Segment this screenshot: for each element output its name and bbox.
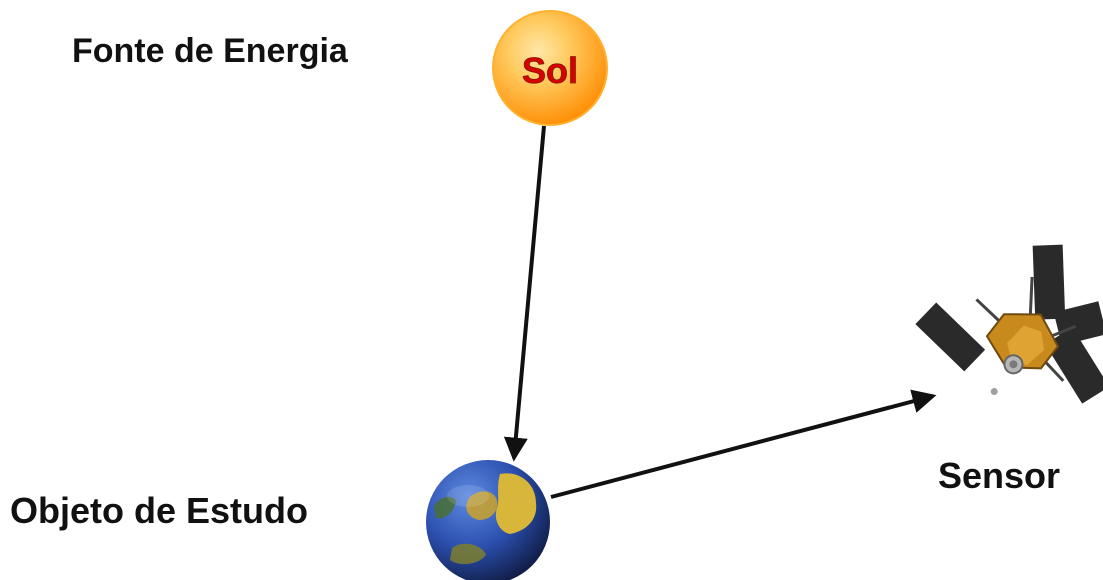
- label-study-object: Objeto de Estudo: [10, 490, 308, 531]
- sun-label: Sol: [522, 50, 578, 91]
- label-sensor: Sensor: [938, 455, 1060, 496]
- label-energy-source: Fonte de Energia: [72, 32, 349, 70]
- arrow-earth-to-sensor: [550, 389, 937, 499]
- earth-globe-icon: [426, 460, 550, 580]
- arrow-sun-to-earth: [503, 125, 546, 462]
- sun-icon: Sol: [492, 10, 608, 126]
- satellite-icon: [915, 244, 1103, 404]
